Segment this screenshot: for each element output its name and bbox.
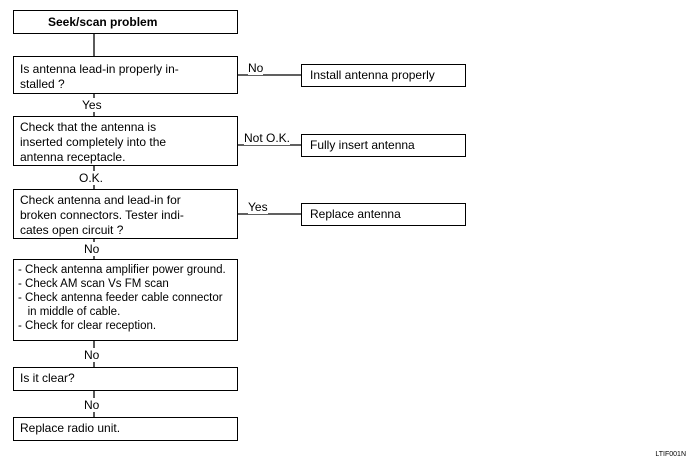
replace-radio-box: Replace radio unit. bbox=[13, 417, 238, 441]
check-line-2: - Check AM scan Vs FM scan bbox=[18, 278, 169, 290]
action-1-label: Install antenna properly bbox=[310, 68, 435, 82]
label-q1-no: No bbox=[248, 61, 264, 75]
check-line-1: - Check antenna amplifier power ground. bbox=[18, 264, 226, 276]
figure-reference: LTIF001N bbox=[655, 451, 686, 458]
question-is-it-clear: Is it clear? bbox=[13, 367, 238, 391]
action-3-label: Replace antenna bbox=[310, 207, 401, 221]
check-line-5: - Check for clear reception. bbox=[18, 320, 157, 332]
question-antenna-lead-in: Is antenna lead-in properly in- stalled … bbox=[13, 56, 238, 94]
q2-line-1: Check that the antenna is bbox=[20, 120, 157, 134]
check-line-3: - Check antenna feeder cable connector bbox=[18, 292, 223, 304]
q2-line-3: antenna receptacle. bbox=[20, 150, 126, 164]
label-q5-no: No bbox=[84, 398, 100, 412]
q1-line-1: Is antenna lead-in properly in- bbox=[20, 62, 179, 76]
action-fully-insert-antenna: Fully insert antenna bbox=[301, 134, 466, 157]
q2-line-2: inserted completely into the bbox=[20, 135, 167, 149]
label-q2-notok: Not O.K. bbox=[244, 131, 291, 145]
check-antenna-inserted: Check that the antenna is inserted compl… bbox=[13, 116, 238, 166]
q3-line-2: broken connectors. Tester indi- bbox=[20, 208, 184, 222]
action-replace-antenna: Replace antenna bbox=[301, 203, 466, 226]
start-title: Seek/scan problem bbox=[48, 15, 158, 29]
checklist-box: - Check antenna amplifier power ground. … bbox=[13, 259, 238, 341]
q1-line-2: stalled ? bbox=[20, 77, 65, 91]
q3-line-1: Check antenna and lead-in for bbox=[20, 193, 181, 207]
label-q2-ok: O.K. bbox=[79, 171, 104, 185]
q3-line-3: cates open circuit ? bbox=[20, 223, 124, 237]
q5-line-1: Is it clear? bbox=[20, 371, 75, 385]
action-2-label: Fully insert antenna bbox=[310, 138, 415, 152]
question-broken-connectors: Check antenna and lead-in for broken con… bbox=[13, 189, 238, 239]
check-line-4: in middle of cable. bbox=[18, 306, 121, 318]
label-check-no: No bbox=[84, 348, 100, 362]
action-install-antenna: Install antenna properly bbox=[301, 64, 466, 87]
label-q3-yes: Yes bbox=[248, 200, 268, 214]
label-q1-yes: Yes bbox=[82, 98, 102, 112]
label-q3-no: No bbox=[84, 242, 100, 256]
start-box: Seek/scan problem bbox=[13, 10, 238, 34]
final-line-1: Replace radio unit. bbox=[20, 421, 121, 435]
